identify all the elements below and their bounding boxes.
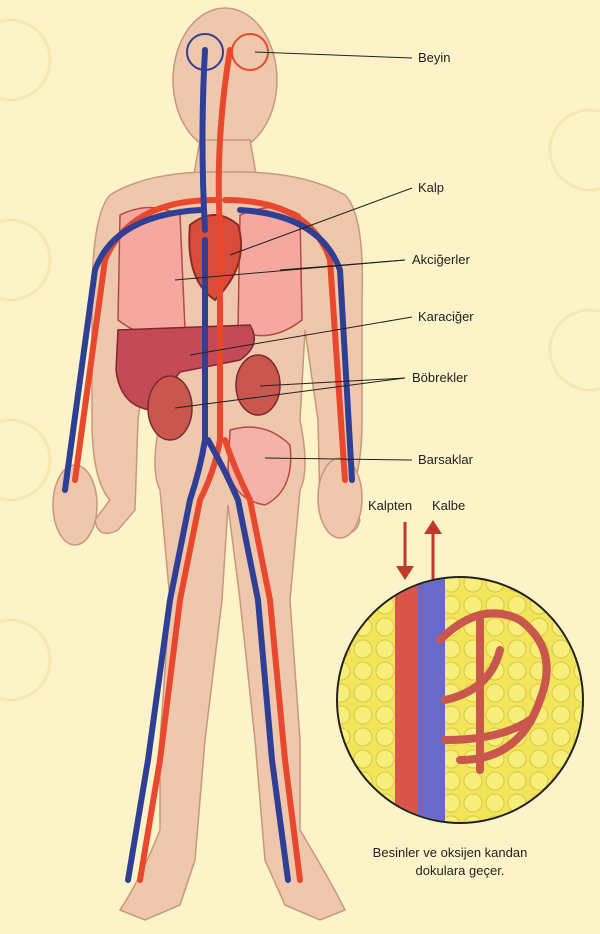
label-to-heart: Kalbe bbox=[432, 498, 465, 513]
arrow-up-icon bbox=[424, 520, 442, 580]
caption-line-2: dokulara geçer. bbox=[360, 863, 560, 878]
label-intestines: Barsaklar bbox=[418, 452, 473, 467]
body-silhouette bbox=[53, 8, 362, 920]
arrow-down-icon bbox=[396, 522, 414, 580]
label-liver: Karaciğer bbox=[418, 309, 474, 324]
label-lungs: Akciğerler bbox=[412, 252, 470, 267]
capillary-inset bbox=[336, 570, 586, 830]
label-kidneys: Böbrekler bbox=[412, 370, 468, 385]
label-heart: Kalp bbox=[418, 180, 444, 195]
caption-line-1: Besinler ve oksijen kandan bbox=[350, 845, 550, 860]
label-from-heart: Kalpten bbox=[368, 498, 412, 513]
label-brain: Beyin bbox=[418, 50, 451, 65]
